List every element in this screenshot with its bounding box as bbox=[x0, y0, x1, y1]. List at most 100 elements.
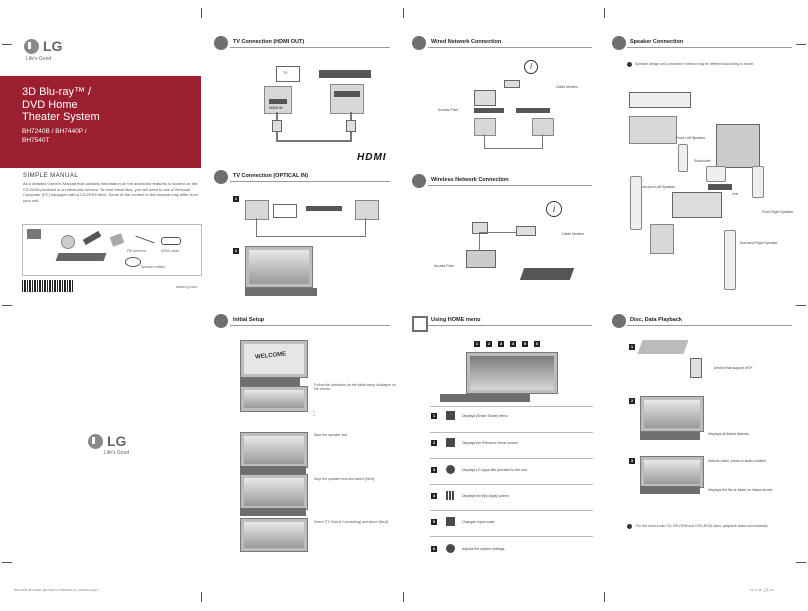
mobile-device bbox=[690, 358, 702, 378]
cable-icon bbox=[214, 170, 228, 184]
crop-mark bbox=[604, 592, 605, 602]
barcode bbox=[22, 280, 74, 292]
home-item-row bbox=[430, 432, 593, 453]
setup-screen bbox=[240, 432, 308, 468]
port-label: HDMI IN bbox=[269, 106, 283, 110]
speaker-label: Subwoofer bbox=[694, 159, 711, 163]
crop-mark bbox=[403, 8, 404, 18]
home-item-label: Changes input mode. bbox=[462, 520, 496, 524]
tv-screen bbox=[640, 396, 704, 432]
note-bullet bbox=[627, 524, 632, 529]
lg-brand: LG bbox=[43, 38, 63, 54]
file-date: 14. 6. 25. 오후 2:0 bbox=[750, 588, 774, 592]
subwoofer bbox=[706, 166, 726, 182]
title-line: DVD Home bbox=[22, 98, 78, 111]
tv-illustration bbox=[273, 204, 297, 218]
tv-icon bbox=[214, 36, 228, 50]
access-point-label: Access Point bbox=[434, 264, 455, 268]
smart-share-icon bbox=[446, 411, 455, 420]
gear-icon bbox=[214, 314, 228, 328]
home-item-row bbox=[430, 510, 593, 531]
lg-apps-icon bbox=[446, 465, 455, 474]
crop-mark bbox=[796, 305, 806, 306]
cable-modem-label: Cable Modem bbox=[562, 232, 584, 236]
home-item-label: Displays the [My Apps] screen. bbox=[462, 494, 510, 498]
section-title: Speaker Connection bbox=[630, 39, 684, 45]
player-illustration bbox=[474, 108, 504, 113]
accessory-label: FM antenna bbox=[127, 249, 146, 253]
crop-mark bbox=[2, 562, 12, 563]
tv-illustration bbox=[716, 124, 760, 168]
mtp-label: Device that support MTP bbox=[714, 366, 753, 370]
crop-mark bbox=[201, 8, 202, 18]
unit-icon bbox=[55, 253, 107, 261]
crop-mark bbox=[796, 44, 806, 45]
router bbox=[466, 250, 496, 268]
disc-icon bbox=[61, 235, 75, 249]
title-line: Theater System bbox=[22, 111, 100, 123]
step-number: 2 bbox=[233, 248, 239, 254]
accessory-label: Speaker cables bbox=[141, 265, 166, 269]
home-item-label: Adjusts the system settings. bbox=[462, 547, 506, 551]
speaker-terminal-panel bbox=[629, 116, 677, 144]
crop-mark bbox=[796, 562, 806, 563]
ellipsis: ⋮ bbox=[311, 411, 317, 417]
product-title: 3D Blu-ray™ / DVD Home Theater System bbox=[22, 86, 197, 124]
home-item-row bbox=[430, 484, 593, 505]
step-number: 1 bbox=[431, 413, 437, 419]
lan-cable bbox=[484, 134, 485, 148]
tv-screen bbox=[640, 456, 704, 488]
speaker-label: Front Left Speaker bbox=[676, 136, 705, 140]
home-item-row bbox=[430, 406, 593, 427]
step-number: 4 bbox=[431, 493, 437, 499]
hdmi-logo: HDMI bbox=[357, 152, 387, 163]
player-port-panel bbox=[330, 84, 364, 114]
my-apps-icon bbox=[446, 491, 455, 500]
step-number: 1 bbox=[233, 196, 239, 202]
section-title: Using HOME menu bbox=[431, 317, 481, 323]
remote-illustration bbox=[640, 486, 700, 494]
section-rule bbox=[428, 325, 592, 326]
router bbox=[474, 90, 496, 106]
step-number: 2 bbox=[629, 398, 635, 404]
note-bullet bbox=[627, 62, 632, 67]
optical-cable bbox=[256, 218, 257, 236]
section-rule bbox=[627, 47, 792, 48]
cable-icon bbox=[161, 237, 181, 245]
player-illustration bbox=[637, 340, 689, 354]
lg-logo-icon bbox=[24, 38, 39, 54]
speaker-label: Surround Right Speaker bbox=[740, 241, 778, 245]
section-title: Wired Network Connection bbox=[431, 39, 502, 45]
lan-plug bbox=[472, 222, 488, 234]
hdmi-cable bbox=[276, 140, 352, 142]
hdmi-out-port bbox=[334, 91, 360, 97]
crop-mark bbox=[604, 8, 605, 18]
cable-modem-label: Cable Modem bbox=[556, 85, 578, 89]
speaker-label: Unit bbox=[732, 192, 739, 196]
hdmi-port bbox=[269, 99, 287, 104]
accessory-label: HDMI cable bbox=[161, 249, 180, 253]
remote-illustration bbox=[240, 378, 300, 386]
player-ports bbox=[532, 118, 554, 136]
access-point-label: Access Point bbox=[438, 108, 459, 112]
setup-instruction: Follow the directions for the initial se… bbox=[314, 383, 396, 391]
home-number-row: 1 2 3 4 5 6 bbox=[474, 341, 540, 347]
setup-instruction: Select [TV Sound Connecting] and select … bbox=[314, 520, 389, 524]
cable-modem bbox=[516, 226, 536, 236]
sheet-icon bbox=[109, 233, 125, 247]
cover-band bbox=[0, 76, 201, 168]
tv-illustration: TV bbox=[276, 66, 300, 82]
step-number: 3 bbox=[629, 458, 635, 464]
optical-cable bbox=[365, 218, 366, 236]
setup-screen: WELCOME bbox=[240, 340, 308, 378]
home-screen bbox=[466, 352, 558, 394]
remote-illustration bbox=[240, 508, 306, 516]
remote-illustration bbox=[440, 394, 530, 402]
router-ports bbox=[474, 118, 496, 136]
step-number: 1 bbox=[629, 344, 635, 350]
premium-icon bbox=[446, 438, 455, 447]
step-number: 1 bbox=[474, 341, 480, 347]
speaker-plug-detail bbox=[650, 224, 674, 254]
home-icon bbox=[412, 316, 428, 332]
input-icon bbox=[446, 517, 455, 526]
